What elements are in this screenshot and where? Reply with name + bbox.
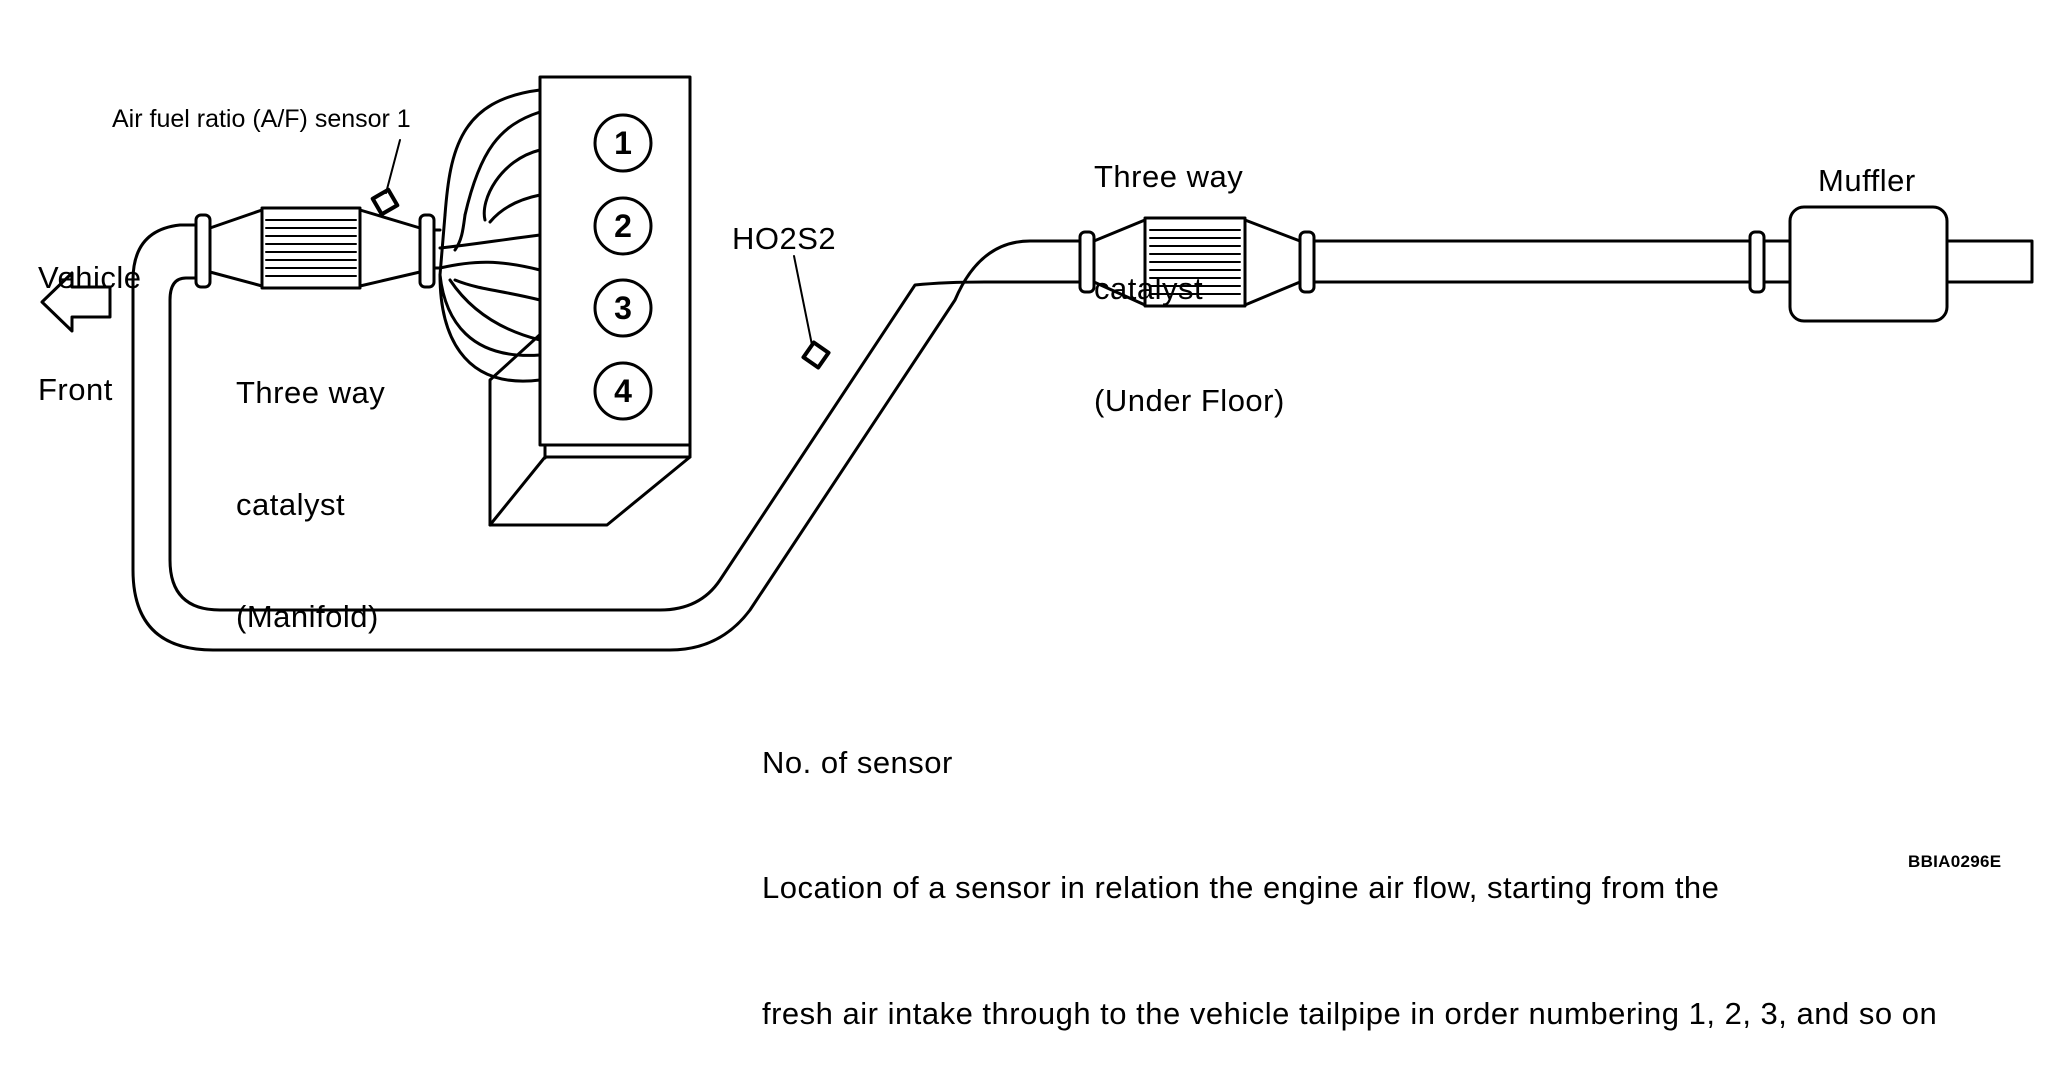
cylinder-2-label: 2 (614, 208, 632, 244)
note-line-2: fresh air intake through to the vehicle … (762, 995, 1938, 1031)
af-sensor-icon (370, 187, 400, 217)
underfloor-catalyst-label: Three way catalyst (Under Floor) (1094, 159, 1285, 418)
manifold-catalyst-label: Three way catalyst (Manifold) (236, 375, 386, 634)
cylinder-3 (593, 278, 653, 338)
af-sensor-label: Air fuel ratio (A/F) sensor 1 (112, 105, 411, 133)
ho2s2-leader (793, 255, 813, 346)
note-line-1: Location of a sensor in relation the eng… (762, 870, 1720, 906)
cylinder-1-label: 1 (614, 125, 632, 161)
manifold-catalyst-ribs (265, 219, 357, 277)
sensor-numbering-note: No. of sensor Location of a sensor in re… (762, 658, 1937, 1076)
cylinder-3-label: 3 (614, 290, 632, 326)
exhaust-pipe-outer (131, 223, 1082, 652)
manifold-catalyst (194, 206, 436, 290)
af-sensor-leader (385, 139, 401, 194)
vehicle-front-label: Vehicle Front (38, 260, 142, 407)
ho2s2-label: HO2S2 (732, 221, 837, 256)
muffler-label: Muffler (1818, 163, 1916, 198)
cylinder-4 (593, 361, 653, 421)
ho2s2-icon (801, 340, 831, 370)
figure-code: BBIA0296E (1908, 852, 2002, 871)
underfloor-catalyst (1078, 216, 1316, 308)
underfloor-catalyst-ribs (1149, 229, 1241, 295)
tail-pipe (1312, 239, 1752, 284)
exhaust-pipe-inner (168, 276, 1082, 612)
exhaust-system-diagram: 1 2 3 4 (40, 75, 2034, 652)
cylinder-2 (593, 196, 653, 256)
note-title: No. of sensor (762, 744, 953, 780)
muffler-outlet (1945, 239, 2034, 284)
cylinder-1 (593, 113, 653, 173)
engine-block (488, 75, 692, 527)
front-arrow-icon (40, 271, 112, 333)
muffler (1788, 205, 1949, 323)
exhaust-manifold-runners (438, 88, 542, 383)
tail-pipe-clamp (1748, 230, 1766, 294)
cylinder-4-label: 4 (614, 373, 632, 409)
